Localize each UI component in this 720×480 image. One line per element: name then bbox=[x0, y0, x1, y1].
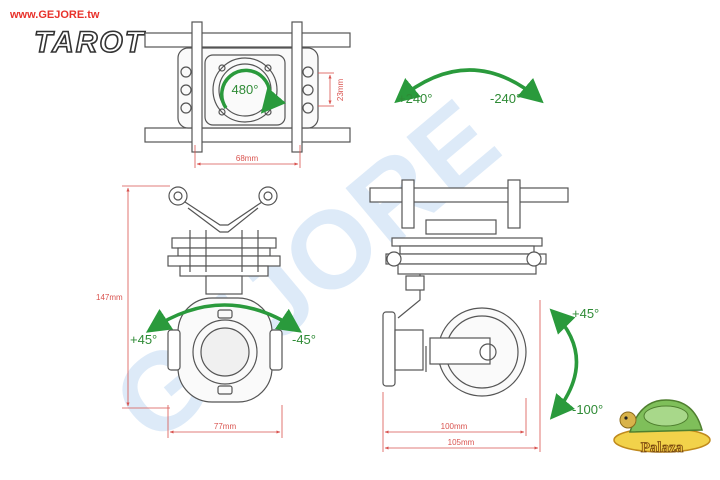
top-width-label: 68mm bbox=[236, 154, 259, 163]
roll-plus-label: +45° bbox=[130, 332, 157, 347]
top-height-label: 23mm bbox=[336, 79, 345, 102]
front-height-dimension bbox=[122, 185, 170, 409]
top-height-dimension bbox=[318, 72, 334, 107]
front-height-label: 147mm bbox=[96, 293, 123, 302]
top-view-drawing bbox=[144, 21, 351, 153]
side-outer-width-label: 105mm bbox=[448, 438, 475, 447]
front-width-dimension bbox=[167, 405, 283, 438]
roll-arc-arrow bbox=[145, 303, 303, 333]
palaza-text: Palaza bbox=[641, 440, 684, 456]
side-width-dimension bbox=[382, 300, 541, 452]
yaw-minus-label: -240° bbox=[490, 91, 521, 106]
yaw-arc-arrow bbox=[394, 68, 544, 104]
website-url: www.GEJORE.tw bbox=[9, 9, 100, 21]
tilt-arc-arrow bbox=[549, 308, 579, 420]
side-view-drawing bbox=[369, 179, 569, 397]
yaw-plus-label: +240° bbox=[398, 91, 432, 106]
tarot-logo: TAROT bbox=[34, 26, 146, 59]
roll-minus-label: -45° bbox=[292, 332, 316, 347]
front-width-label: 77mm bbox=[214, 422, 237, 431]
top-width-dimension bbox=[194, 145, 301, 168]
top-rotation-label: 480° bbox=[232, 82, 259, 97]
side-inner-width-label: 100mm bbox=[441, 422, 468, 431]
palaza-logo bbox=[613, 399, 711, 453]
top-rotation-arrow bbox=[220, 68, 287, 114]
tilt-plus-label: +45° bbox=[572, 306, 599, 321]
tilt-minus-label: -100° bbox=[572, 402, 603, 417]
